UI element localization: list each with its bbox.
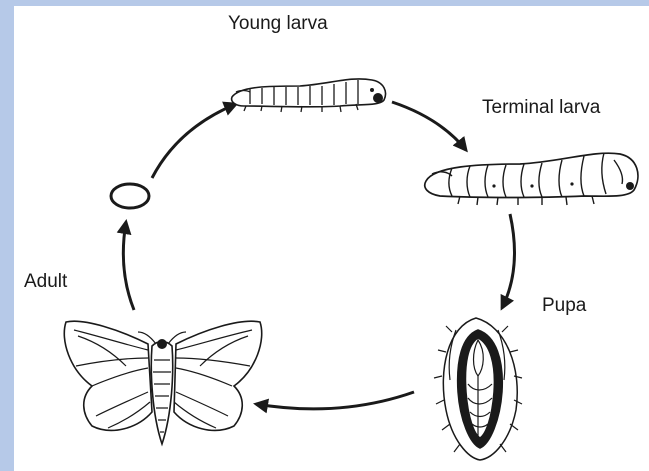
adult-label: Adult (24, 272, 67, 291)
arrow-terminal-larva-to-pupa (502, 214, 515, 308)
arrow-pupa-to-adult (256, 392, 414, 409)
arrow-egg-to-young-larva (152, 104, 236, 178)
adult-moth-illustration (64, 321, 261, 444)
arrow-adult-to-egg (123, 222, 134, 310)
young-larva-label: Young larva (228, 14, 328, 33)
egg-illustration (111, 184, 149, 208)
young-larva-illustration (232, 79, 386, 112)
pupa-illustration (434, 318, 522, 460)
terminal-larva-label: Terminal larva (482, 98, 600, 117)
pupa-label: Pupa (542, 296, 586, 315)
arrow-young-to-terminal-larva (392, 102, 466, 150)
terminal-larva-illustration (425, 153, 638, 205)
